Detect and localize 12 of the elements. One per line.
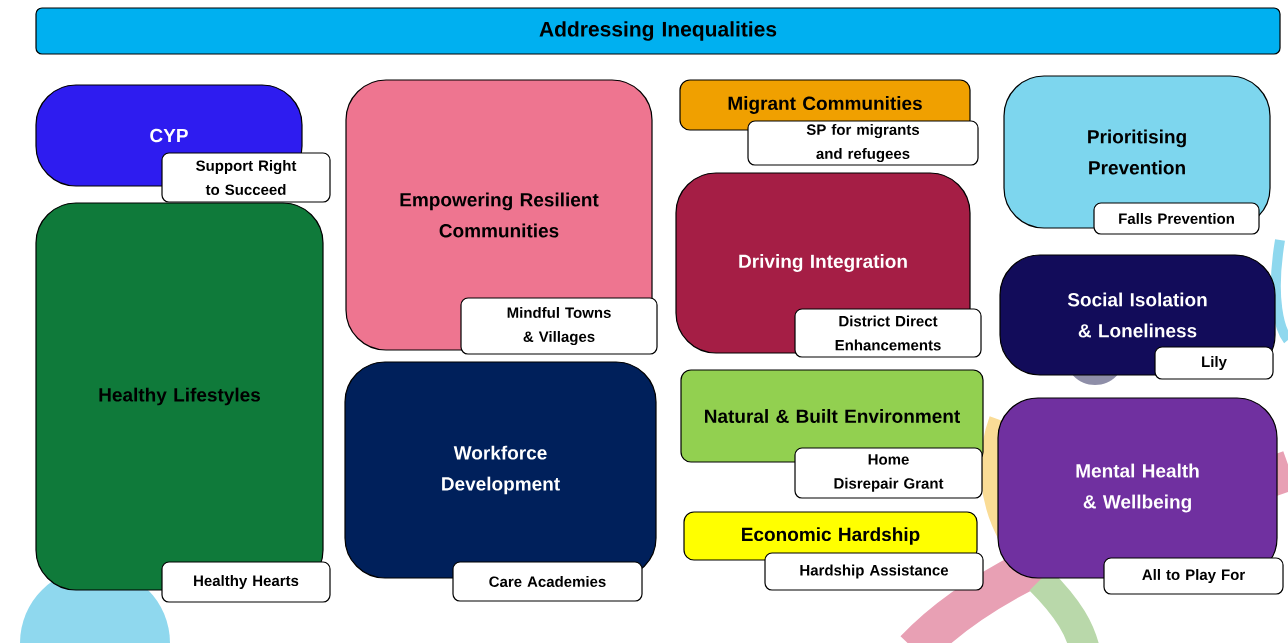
initiative-tag: Home Disrepair Grant <box>794 447 983 499</box>
initiative-tag: Falls Prevention <box>1093 202 1260 235</box>
initiative-tag: SP for migrants and refugees <box>747 120 979 166</box>
initiative-tag: Hardship Assistance <box>764 552 984 591</box>
initiative-tag: District Direct Enhancements <box>794 308 982 358</box>
theme-banner: Addressing Inequalities <box>35 7 1281 55</box>
initiative-tag: Lily <box>1154 346 1274 380</box>
initiative-tag: Care Academies <box>452 561 643 602</box>
initiative-tag: Mindful Towns & Villages <box>460 297 658 355</box>
initiative-tag: Healthy Hearts <box>161 561 331 603</box>
initiative-tag: Support Right to Succeed <box>161 152 331 203</box>
initiative-tag: All to Play For <box>1103 557 1284 595</box>
